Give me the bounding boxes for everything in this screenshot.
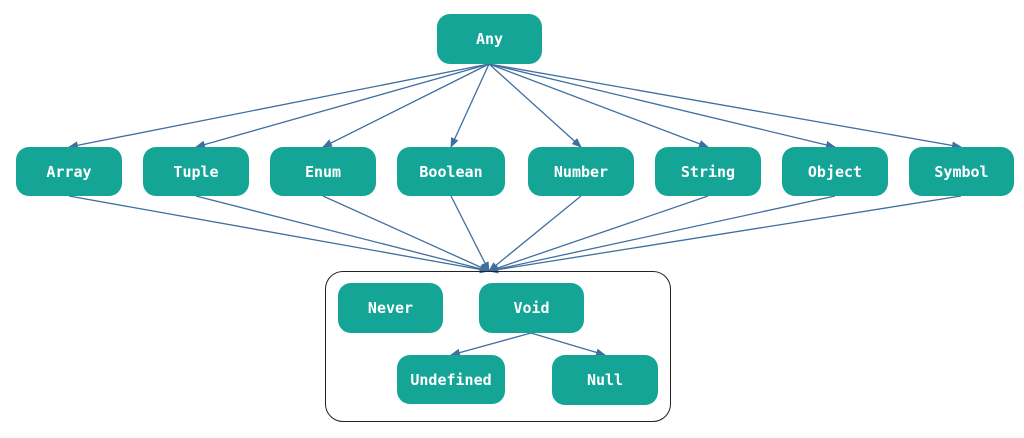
- edge-any-to-enum: [322, 63, 490, 148]
- node-never: Never: [338, 283, 443, 333]
- node-undefined: Undefined: [397, 355, 505, 404]
- edge-any-to-number: [488, 63, 582, 148]
- edge-any-to-boolean: [450, 63, 490, 148]
- edge-any-to-tuple: [195, 63, 490, 149]
- edge-any-to-array: [68, 63, 490, 150]
- node-void: Void: [479, 283, 584, 333]
- bottom-type-group: [325, 271, 671, 422]
- edge-enum-to-bottom-group: [322, 195, 490, 272]
- edge-symbol-to-bottom-group: [488, 195, 962, 274]
- node-symbol: Symbol: [909, 147, 1014, 196]
- edge-string-to-bottom-group: [488, 195, 709, 272]
- node-any: Any: [437, 14, 542, 64]
- edge-tuple-to-bottom-group: [195, 195, 490, 273]
- edge-any-to-symbol: [488, 63, 962, 150]
- edge-object-to-bottom-group: [488, 195, 836, 274]
- node-boolean: Boolean: [397, 147, 505, 196]
- node-array: Array: [16, 147, 122, 196]
- node-object: Object: [782, 147, 888, 196]
- node-null: Null: [552, 355, 658, 405]
- node-string: String: [655, 147, 761, 196]
- edge-boolean-to-bottom-group: [450, 195, 490, 272]
- edge-number-to-bottom-group: [488, 195, 582, 272]
- edge-void-to-undefined: [450, 332, 532, 357]
- edge-any-to-object: [488, 63, 836, 149]
- edge-void-to-null: [530, 332, 606, 357]
- edge-any-to-string: [488, 63, 709, 148]
- edge-array-to-bottom-group: [68, 195, 490, 274]
- node-enum: Enum: [270, 147, 376, 196]
- node-tuple: Tuple: [143, 147, 249, 196]
- node-number: Number: [528, 147, 634, 196]
